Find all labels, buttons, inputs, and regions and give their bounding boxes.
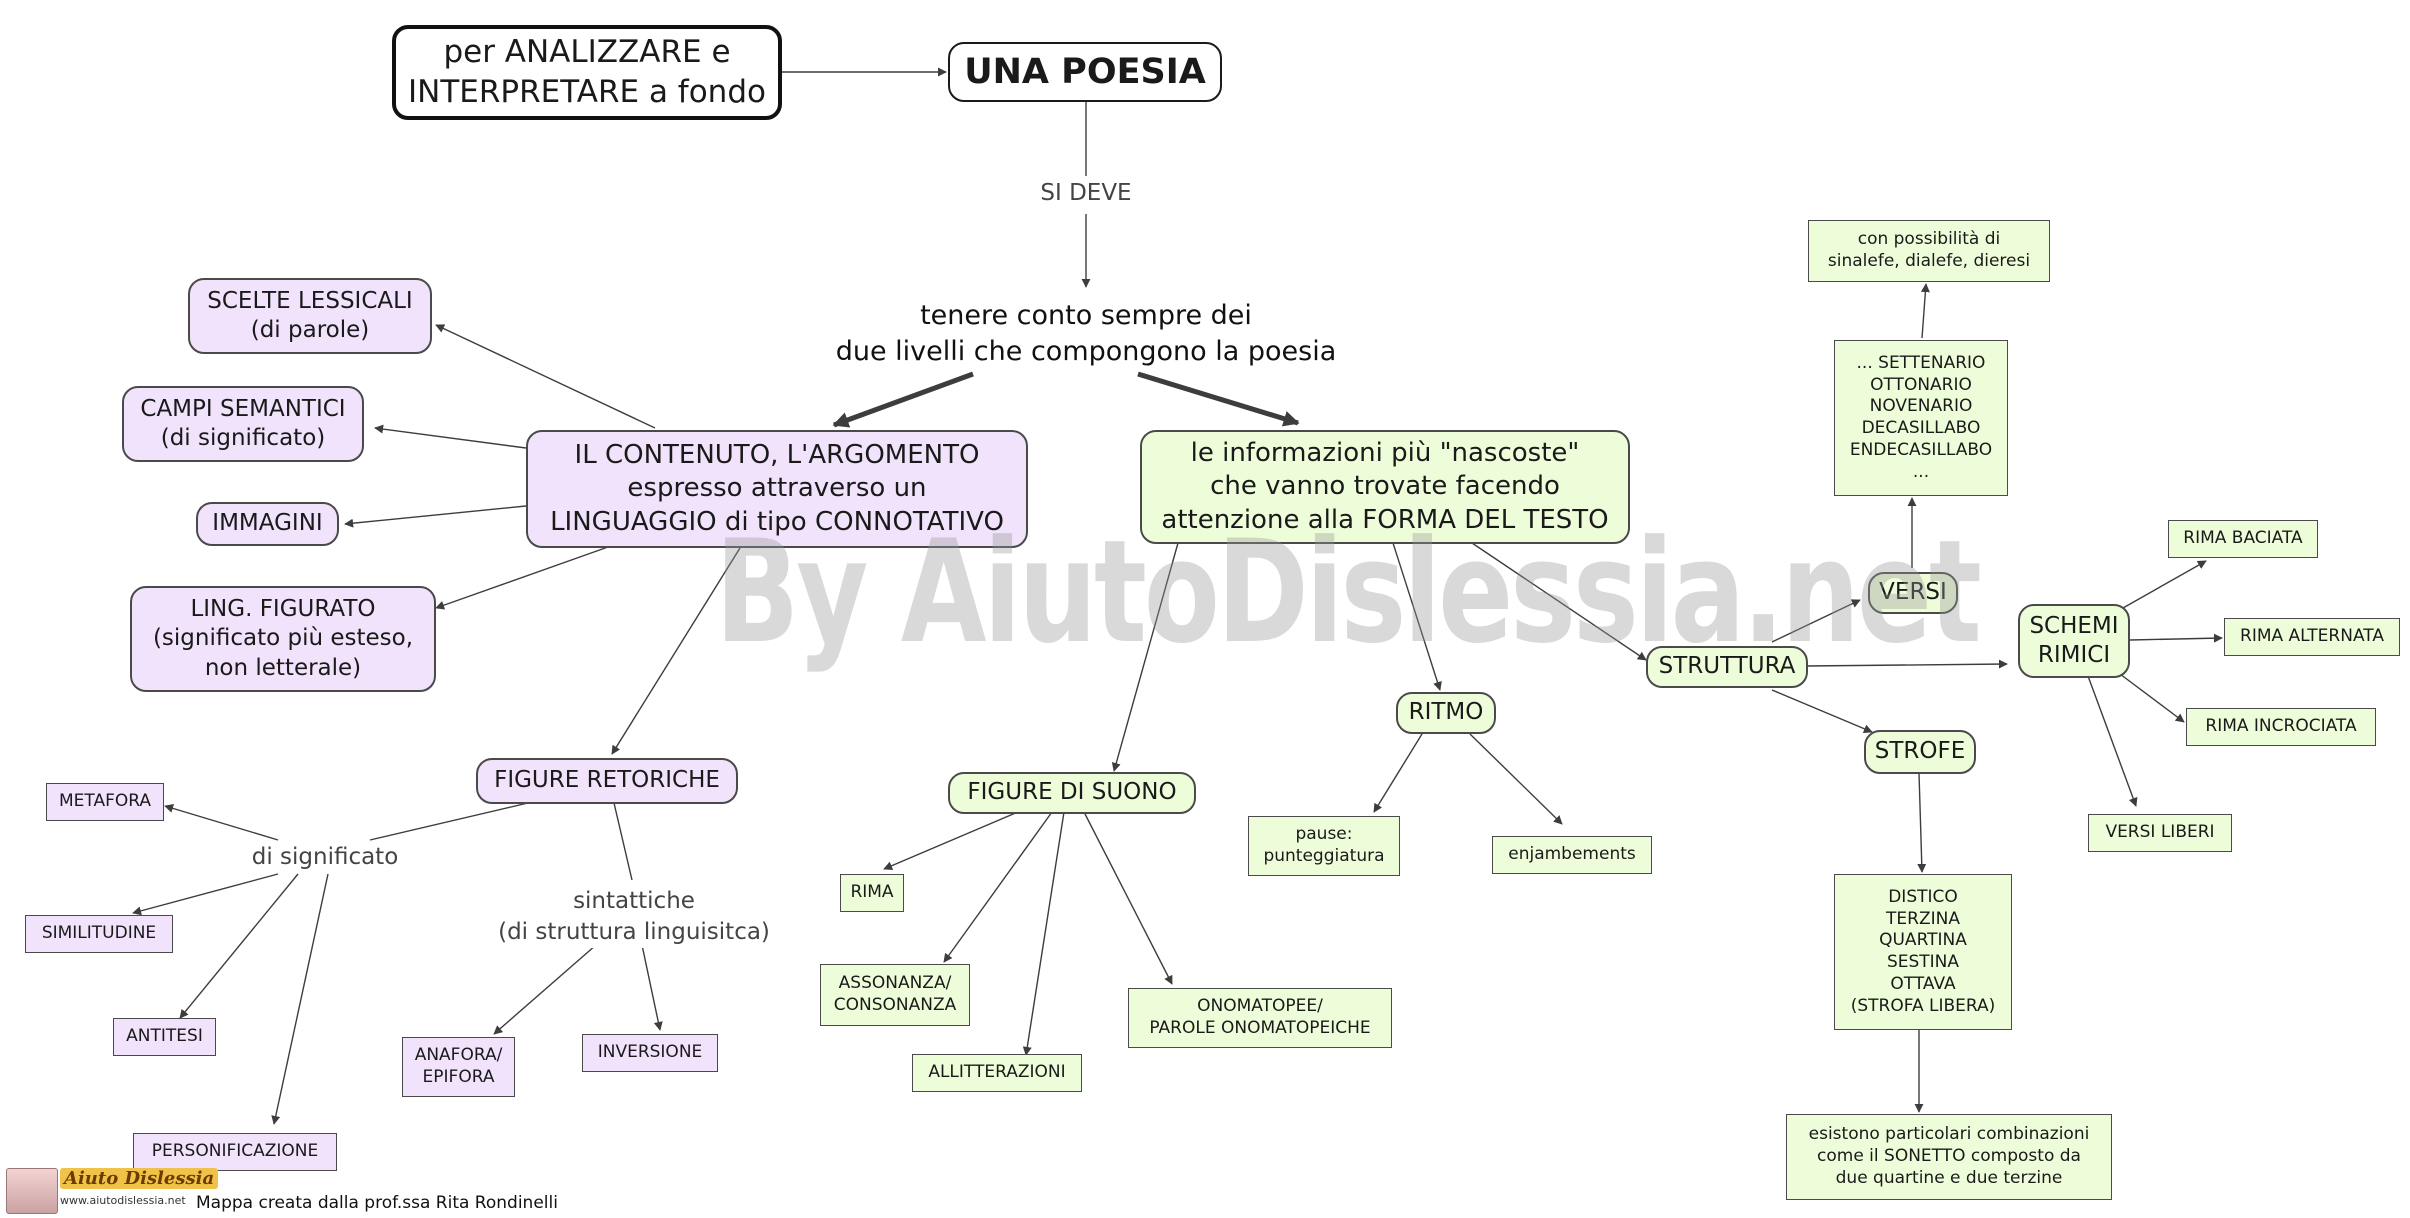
node-contenuto[interactable]: IL CONTENUTO, L'ARGOMENTO espresso attra…	[526, 430, 1028, 548]
node-una-poesia[interactable]: UNA POESIA	[948, 42, 1222, 102]
node-versi[interactable]: VERSI	[1868, 572, 1958, 614]
link-sint-inversione	[641, 944, 663, 1031]
node-informazioni-nascoste[interactable]: le informazioni più "nascoste" che vanno…	[1140, 430, 1630, 544]
link-struttura-versi	[1771, 599, 1861, 643]
link-label-si-deve: SI DEVE	[1018, 178, 1154, 210]
link-contenuto-campi	[374, 424, 527, 449]
link-contenuto-scelte	[435, 324, 656, 429]
link-strofe-distico	[1917, 772, 1927, 873]
link-contenuto-ling	[435, 546, 609, 610]
link-schemi-alternata	[2129, 633, 2223, 643]
node-settenario-list[interactable]: ... SETTENARIO OTTONARIO NOVENARIO DECAS…	[1834, 340, 2008, 496]
link-ritmo-pause	[1373, 733, 1423, 813]
node-rima-incrociata[interactable]: RIMA INCROCIATA	[2186, 708, 2376, 746]
link-schemi-incrociata	[2119, 673, 2185, 723]
node-scelte-lessicali[interactable]: SCELTE LESSICALI (di parole)	[188, 278, 432, 354]
footer-logo: Aiuto Dislessia www.aiutodislessia.net	[6, 1168, 219, 1214]
link-figret-disignificato	[369, 802, 529, 841]
link-contenuto-figret	[611, 547, 741, 755]
node-schemi-rimici[interactable]: SCHEMI RIMICI	[2018, 604, 2130, 678]
node-sinalefe[interactable]: con possibilità di sinalefe, dialefe, di…	[1808, 220, 2050, 282]
node-assonanza-consonanza[interactable]: ASSONANZA/ CONSONANZA	[820, 964, 970, 1026]
node-figure-retoriche[interactable]: FIGURE RETORICHE	[476, 758, 738, 804]
node-rima[interactable]: RIMA	[840, 874, 904, 912]
link-ritmo-enjambements	[1469, 733, 1563, 825]
link-struttura-strofe	[1771, 689, 1873, 734]
label-sintattiche: sintattiche (di struttura linguisitca)	[484, 886, 784, 949]
link-tenere-contenuto	[832, 371, 974, 428]
node-strofe[interactable]: STROFE	[1864, 730, 1976, 774]
logo-badge-icon	[6, 1168, 58, 1214]
link-struttura-schemi	[1805, 659, 2008, 669]
link-disig-antitesi	[179, 873, 299, 1019]
node-allitterazioni[interactable]: ALLITTERAZIONI	[912, 1054, 1082, 1092]
node-inversione[interactable]: INVERSIONE	[582, 1034, 718, 1072]
link-info-ritmo	[1392, 542, 1442, 691]
link-disig-similitudine	[132, 873, 279, 916]
node-ritmo[interactable]: RITMO	[1396, 692, 1496, 734]
link-disig-personificazione	[271, 873, 329, 1125]
link-info-struttura	[1471, 542, 1647, 661]
link-schemi-versiliberi	[2087, 675, 2138, 807]
link-figsuono-rima	[883, 811, 1019, 870]
link-figsuono-assonanza	[943, 811, 1053, 963]
node-campi-semantici[interactable]: CAMPI SEMANTICI (di significato)	[122, 386, 364, 462]
node-figure-di-suono[interactable]: FIGURE DI SUONO	[948, 772, 1196, 814]
node-versi-liberi[interactable]: VERSI LIBERI	[2088, 814, 2232, 852]
link-figsuono-onomatopee	[1083, 811, 1173, 985]
link-disig-metafora	[164, 804, 279, 841]
link-tenere-informazioni	[1137, 371, 1300, 427]
node-ling-figurato[interactable]: LING. FIGURATO (significato più esteso, …	[130, 586, 436, 692]
link-contenuto-immagini	[344, 505, 527, 528]
node-anafora-epifora[interactable]: ANAFORA/ EPIFORA	[402, 1037, 515, 1097]
node-antitesi[interactable]: ANTITESI	[113, 1018, 216, 1056]
link-settenario-sinalefe	[1920, 283, 1930, 339]
node-similitudine[interactable]: SIMILITUDINE	[25, 915, 173, 953]
node-rima-baciata[interactable]: RIMA BACIATA	[2168, 520, 2318, 558]
link-schemi-baciata	[2122, 560, 2207, 609]
logo-name: Aiuto Dislessia	[60, 1168, 219, 1189]
link-info-figsuono	[1111, 542, 1179, 772]
node-immagini[interactable]: IMMAGINI	[196, 502, 339, 546]
node-metafora[interactable]: METAFORA	[46, 783, 164, 821]
label-di-significato: di significato	[240, 842, 410, 874]
node-personificazione[interactable]: PERSONIFICAZIONE	[133, 1133, 337, 1171]
link-figret-sintattiche	[613, 802, 633, 881]
node-distico-list[interactable]: DISTICO TERZINA QUARTINA SESTINA OTTAVA …	[1834, 874, 2012, 1030]
footer-credit: Mappa creata dalla prof.ssa Rita Rondine…	[196, 1193, 558, 1213]
node-struttura[interactable]: STRUTTURA	[1646, 646, 1808, 688]
node-enjambements[interactable]: enjambements	[1492, 836, 1652, 874]
node-tenere-conto[interactable]: tenere conto sempre dei due livelli che …	[835, 300, 1337, 368]
node-pause-punteggiatura[interactable]: pause: punteggiatura	[1248, 816, 1400, 876]
node-rima-alternata[interactable]: RIMA ALTERNATA	[2224, 618, 2400, 656]
link-figsuono-allitterazioni	[1022, 811, 1065, 1056]
logo-url: www.aiutodislessia.net	[60, 1194, 186, 1207]
node-onomatopee[interactable]: ONOMATOPEE/ PAROLE ONOMATOPEICHE	[1128, 988, 1392, 1048]
node-analyze[interactable]: per ANALIZZARE e INTERPRETARE a fondo	[392, 25, 782, 120]
node-sonetto[interactable]: esistono particolari combinazioni come i…	[1786, 1114, 2112, 1200]
link-sint-anafora	[493, 944, 597, 1035]
